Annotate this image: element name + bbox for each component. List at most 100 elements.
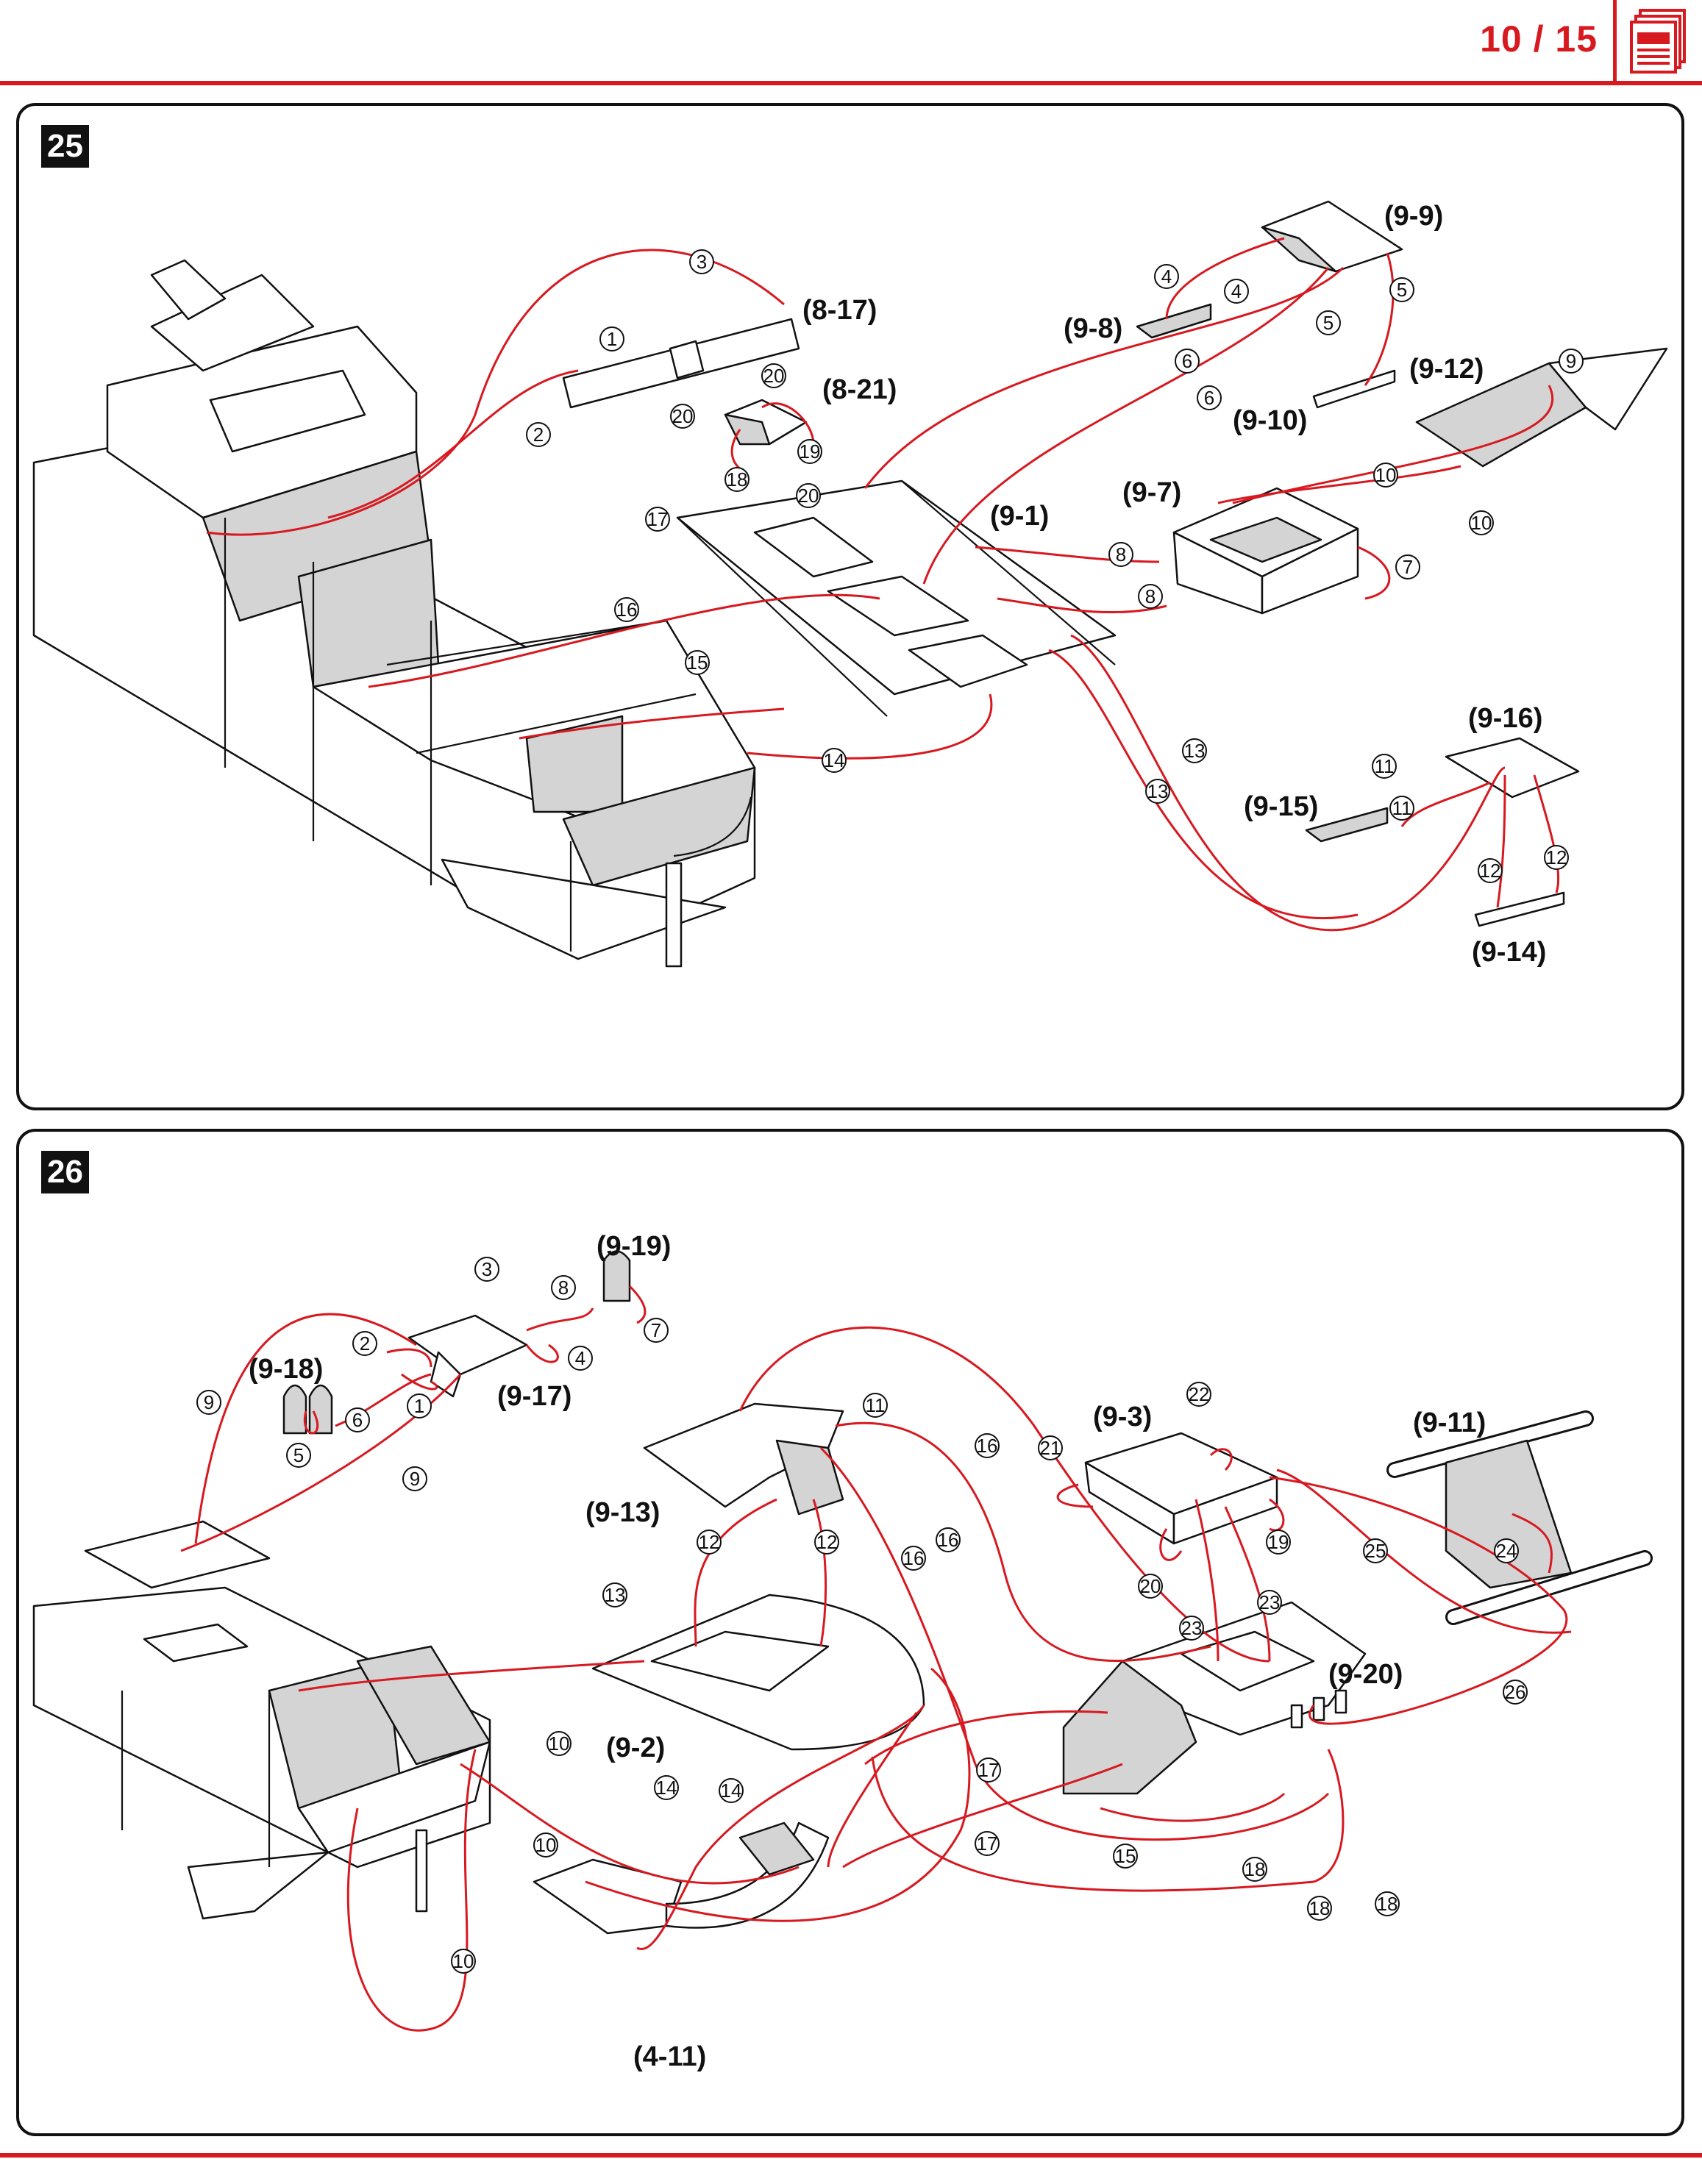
glue-number-2: 2 xyxy=(526,422,551,447)
glue-number-6: 6 xyxy=(345,1407,370,1432)
svg-text:17: 17 xyxy=(977,1833,998,1855)
part-label-4-11: (4-11) xyxy=(633,2041,706,2072)
svg-text:11: 11 xyxy=(1392,797,1412,819)
document-stack-icon[interactable] xyxy=(1630,7,1693,75)
part-label-9-3: (9-3) xyxy=(1093,1402,1152,1432)
glue-number-19: 19 xyxy=(1266,1530,1291,1555)
svg-text:3: 3 xyxy=(482,1258,492,1280)
part-label-9-16: (9-16) xyxy=(1468,703,1542,734)
svg-text:5: 5 xyxy=(293,1444,304,1466)
svg-text:10: 10 xyxy=(1471,512,1492,534)
svg-text:8: 8 xyxy=(1116,543,1126,565)
glue-number-3: 3 xyxy=(474,1257,499,1282)
glue-number-6a: 6 xyxy=(1175,349,1200,374)
svg-text:1: 1 xyxy=(414,1395,424,1417)
part-label-9-14: (9-14) xyxy=(1472,937,1546,968)
svg-text:12: 12 xyxy=(699,1531,720,1553)
part-9-2 xyxy=(591,1594,925,1751)
svg-text:23: 23 xyxy=(1259,1591,1281,1613)
svg-text:3: 3 xyxy=(697,251,707,273)
svg-text:20: 20 xyxy=(672,405,694,427)
glue-number-16b: 16 xyxy=(901,1546,926,1571)
glue-number-10b: 10 xyxy=(533,1833,558,1858)
svg-text:20: 20 xyxy=(1140,1575,1161,1597)
part-8-17 xyxy=(562,318,800,409)
svg-text:7: 7 xyxy=(651,1319,661,1341)
glue-number-11b: 11 xyxy=(1389,796,1414,821)
svg-text:2: 2 xyxy=(533,424,544,446)
part-9-7 xyxy=(1172,487,1359,615)
svg-text:16: 16 xyxy=(616,599,638,621)
svg-text:18: 18 xyxy=(1245,1858,1266,1880)
part-9-14 xyxy=(1474,891,1565,927)
svg-text:14: 14 xyxy=(824,749,845,771)
page-counter: 10 / 15 xyxy=(1480,18,1598,60)
glue-number-9a: 9 xyxy=(196,1390,221,1415)
part-label-9-12: (9-12) xyxy=(1409,354,1484,385)
glue-number-8b: 8 xyxy=(1138,584,1163,609)
glue-number-1: 1 xyxy=(407,1393,432,1418)
svg-text:22: 22 xyxy=(1189,1383,1210,1405)
part-4-11 xyxy=(533,1821,830,1935)
glue-number-12a: 12 xyxy=(697,1530,722,1555)
glue-number-12b: 12 xyxy=(1544,845,1569,870)
glue-number-5b: 5 xyxy=(1316,310,1341,335)
glue-number-14b: 14 xyxy=(719,1778,744,1803)
part-8-21 xyxy=(724,399,808,446)
glue-number-9b: 9 xyxy=(402,1466,427,1491)
part-label-9-13: (9-13) xyxy=(585,1497,660,1528)
svg-text:12: 12 xyxy=(1480,860,1501,882)
part-9-19 xyxy=(602,1250,631,1302)
svg-text:4: 4 xyxy=(1161,265,1172,288)
svg-text:16: 16 xyxy=(938,1529,959,1551)
glue-number-23a: 23 xyxy=(1179,1616,1204,1641)
svg-text:11: 11 xyxy=(1375,755,1395,777)
svg-text:10: 10 xyxy=(535,1834,557,1856)
part-label-8-17: (8-17) xyxy=(802,295,877,326)
step-number: 25 xyxy=(41,125,89,168)
page-header: 10 / 15 xyxy=(0,0,1702,85)
part-9-18 xyxy=(282,1384,333,1435)
ship-hull xyxy=(32,1520,491,1920)
glue-number-4b: 4 xyxy=(1224,279,1249,304)
svg-text:21: 21 xyxy=(1040,1437,1061,1459)
svg-text:9: 9 xyxy=(410,1468,420,1490)
part-label-9-1: (9-1) xyxy=(990,501,1049,532)
svg-text:15: 15 xyxy=(687,652,708,674)
part-9-9 xyxy=(1261,200,1403,273)
glue-number-13: 13 xyxy=(602,1582,627,1607)
glue-number-19: 19 xyxy=(797,439,822,464)
glue-number-18a: 18 xyxy=(1242,1857,1267,1882)
svg-text:16: 16 xyxy=(977,1435,998,1457)
svg-text:6: 6 xyxy=(352,1409,363,1431)
svg-text:9: 9 xyxy=(1566,350,1576,372)
part-9-3 xyxy=(1084,1432,1278,1545)
footer-rule xyxy=(0,2153,1702,2158)
svg-text:11: 11 xyxy=(866,1394,886,1416)
glue-number-10c: 10 xyxy=(451,1949,476,1974)
glue-number-23b: 23 xyxy=(1257,1590,1282,1615)
svg-text:12: 12 xyxy=(1546,846,1567,868)
step-panel-26: 26 xyxy=(16,1129,1684,2136)
svg-text:13: 13 xyxy=(1147,780,1169,802)
part-label-9-10: (9-10) xyxy=(1233,405,1307,436)
step-25-diagram: (9-9) (8-17) (9-8) (8-21) (9-12) (9-10) … xyxy=(32,200,1668,968)
header-rule xyxy=(0,81,1702,85)
svg-text:5: 5 xyxy=(1397,279,1407,301)
glue-number-18c: 18 xyxy=(1375,1891,1400,1916)
glue-number-7: 7 xyxy=(1395,554,1420,579)
glue-number-14: 14 xyxy=(822,748,847,773)
glue-number-24: 24 xyxy=(1494,1538,1519,1563)
svg-text:15: 15 xyxy=(1115,1845,1136,1867)
step-number: 26 xyxy=(41,1151,89,1193)
part-9-8 xyxy=(1136,303,1212,339)
glue-number-25: 25 xyxy=(1363,1538,1388,1563)
svg-text:20: 20 xyxy=(798,485,819,507)
glue-number-12a: 12 xyxy=(1478,858,1503,883)
glue-number-12b: 12 xyxy=(814,1530,839,1555)
glue-number-markers: 1 2 3 4 4 5 5 6 6 7 8 8 9 10 10 11 11 12… xyxy=(526,249,1584,883)
glue-number-8: 8 xyxy=(551,1275,576,1300)
glue-number-17a: 17 xyxy=(976,1757,1001,1782)
part-label-9-19: (9-19) xyxy=(597,1231,671,1262)
glue-number-14a: 14 xyxy=(654,1775,679,1800)
